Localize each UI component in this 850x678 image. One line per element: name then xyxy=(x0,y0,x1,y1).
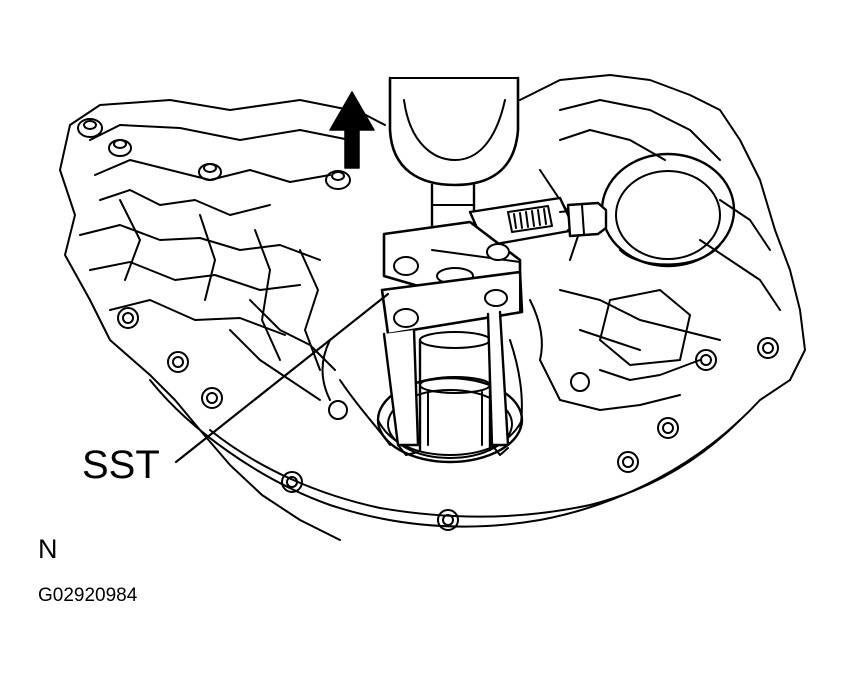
transaxle-case xyxy=(59,74,806,541)
sst-puller xyxy=(380,76,608,456)
case-bolt xyxy=(77,118,103,138)
case-bolt xyxy=(657,417,679,439)
case-bolt xyxy=(570,372,590,392)
case-bolt xyxy=(617,451,639,473)
sst-leader-line xyxy=(174,292,390,464)
case-bolt xyxy=(167,351,189,373)
case-bolt xyxy=(757,337,779,359)
figure-id: G02920984 xyxy=(38,585,138,606)
case-bolts xyxy=(77,118,779,531)
case-bolt xyxy=(201,387,223,409)
case-bolt xyxy=(695,349,717,371)
view-label: N xyxy=(38,534,58,564)
case-bolt xyxy=(325,170,351,190)
case-bolt xyxy=(437,509,459,531)
case-bolt xyxy=(328,400,348,420)
up-arrow-icon xyxy=(329,91,375,169)
case-bolt xyxy=(108,139,132,157)
sst-label: SST xyxy=(82,443,160,487)
case-bolt xyxy=(281,471,303,493)
case-bolt xyxy=(198,163,222,181)
case-bolt xyxy=(117,307,139,329)
